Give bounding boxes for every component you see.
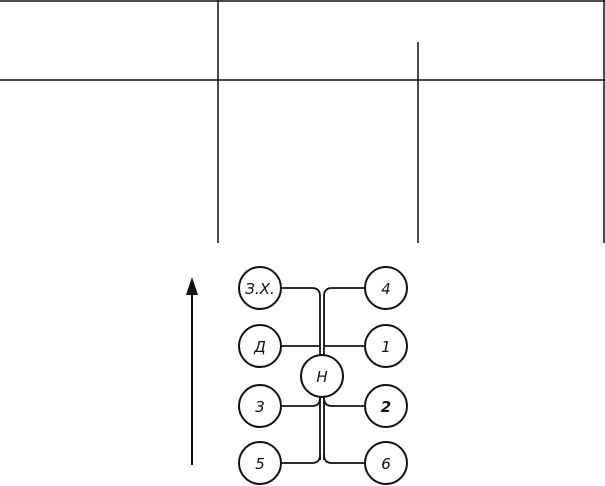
direction-arrow — [186, 277, 198, 465]
line-reverse — [282, 287, 321, 297]
node-label: 4 — [381, 280, 391, 298]
node-label: 2 — [381, 398, 391, 416]
line-gear-6 — [323, 454, 365, 464]
node-label: 6 — [381, 455, 391, 473]
node-label: 5 — [255, 455, 265, 473]
node-gear-5: 5 — [238, 441, 282, 485]
node-label: Д — [253, 338, 266, 356]
node-gear-2: 2 — [364, 384, 408, 428]
node-label: Н — [316, 368, 327, 386]
line-gear-2 — [323, 397, 365, 407]
node-label: З.Х. — [245, 280, 274, 298]
node-gear-3: 3 — [238, 384, 282, 428]
node-gear-1: 1 — [364, 324, 408, 368]
node-label: 1 — [381, 338, 391, 356]
node-gear-d: Д — [238, 324, 282, 368]
line-gear-4 — [323, 287, 365, 297]
line-gear-3 — [282, 397, 321, 407]
line-gear-5 — [282, 454, 321, 464]
node-neutral: Н — [300, 354, 344, 398]
node-label: 3 — [255, 398, 265, 416]
node-reverse: З.Х. — [238, 266, 282, 310]
node-gear-6: 6 — [364, 441, 408, 485]
node-gear-4: 4 — [364, 266, 408, 310]
arrow-head — [186, 277, 198, 295]
